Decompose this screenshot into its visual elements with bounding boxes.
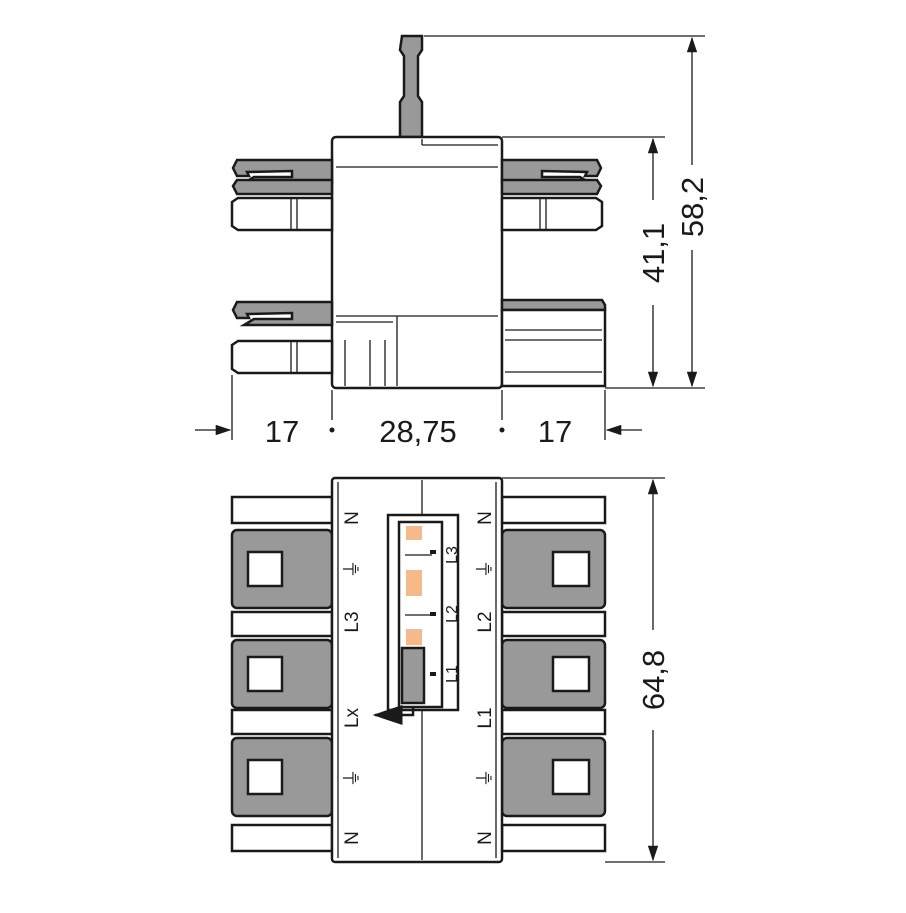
left-plug-lower: [230, 339, 334, 375]
left-markings: N ⏚ L3 Lx ⏚ N: [342, 511, 363, 845]
dimension-body-height: 41,1: [636, 223, 671, 283]
marking-l1: L1: [475, 707, 496, 728]
ground-icon: ⏚: [475, 559, 496, 578]
right-housing: [500, 308, 607, 388]
left-plug-upper: [230, 196, 334, 232]
top-view-dimensions: 64,8: [502, 477, 671, 863]
marking-n: N: [475, 831, 496, 845]
left-connectors: [230, 495, 334, 853]
marking-n: N: [475, 511, 496, 525]
marking-lx: Lx: [342, 707, 363, 728]
side-view: [230, 34, 607, 390]
left-clip-lower: [231, 300, 334, 327]
selector-label-l3: L3: [444, 546, 461, 564]
selector-label-l2: L2: [444, 605, 461, 623]
ground-icon: ⏚: [475, 768, 496, 787]
marking-l3: L3: [342, 611, 363, 632]
selector-label-l1: L1: [444, 665, 461, 683]
dimension-total-height: 58,2: [675, 177, 710, 237]
marking-l2: L2: [475, 611, 496, 632]
ground-icon: ⏚: [342, 768, 363, 787]
marking-n: N: [342, 511, 363, 525]
side-view-dimensions: 41,1 58,2 17 28,75 17: [195, 35, 710, 449]
release-lever: [398, 34, 424, 139]
dimension-left-width: 17: [265, 414, 299, 449]
main-body: [330, 135, 504, 390]
dimension-right-width: 17: [538, 414, 572, 449]
right-connectors: [500, 495, 607, 853]
right-plug-upper: [500, 196, 604, 232]
top-view: L3 L2 L1 N ⏚ L3 Lx ⏚ N N ⏚ L2 L1 ⏚ N: [230, 476, 607, 864]
dimension-body-width: 28,75: [379, 414, 457, 449]
phase-selector[interactable]: L3 L2 L1: [372, 513, 461, 725]
marking-n: N: [342, 831, 363, 845]
right-markings: N ⏚ L2 L1 ⏚ N: [475, 511, 496, 845]
dimension-length: 64,8: [636, 650, 671, 710]
ground-icon: ⏚: [342, 559, 363, 578]
